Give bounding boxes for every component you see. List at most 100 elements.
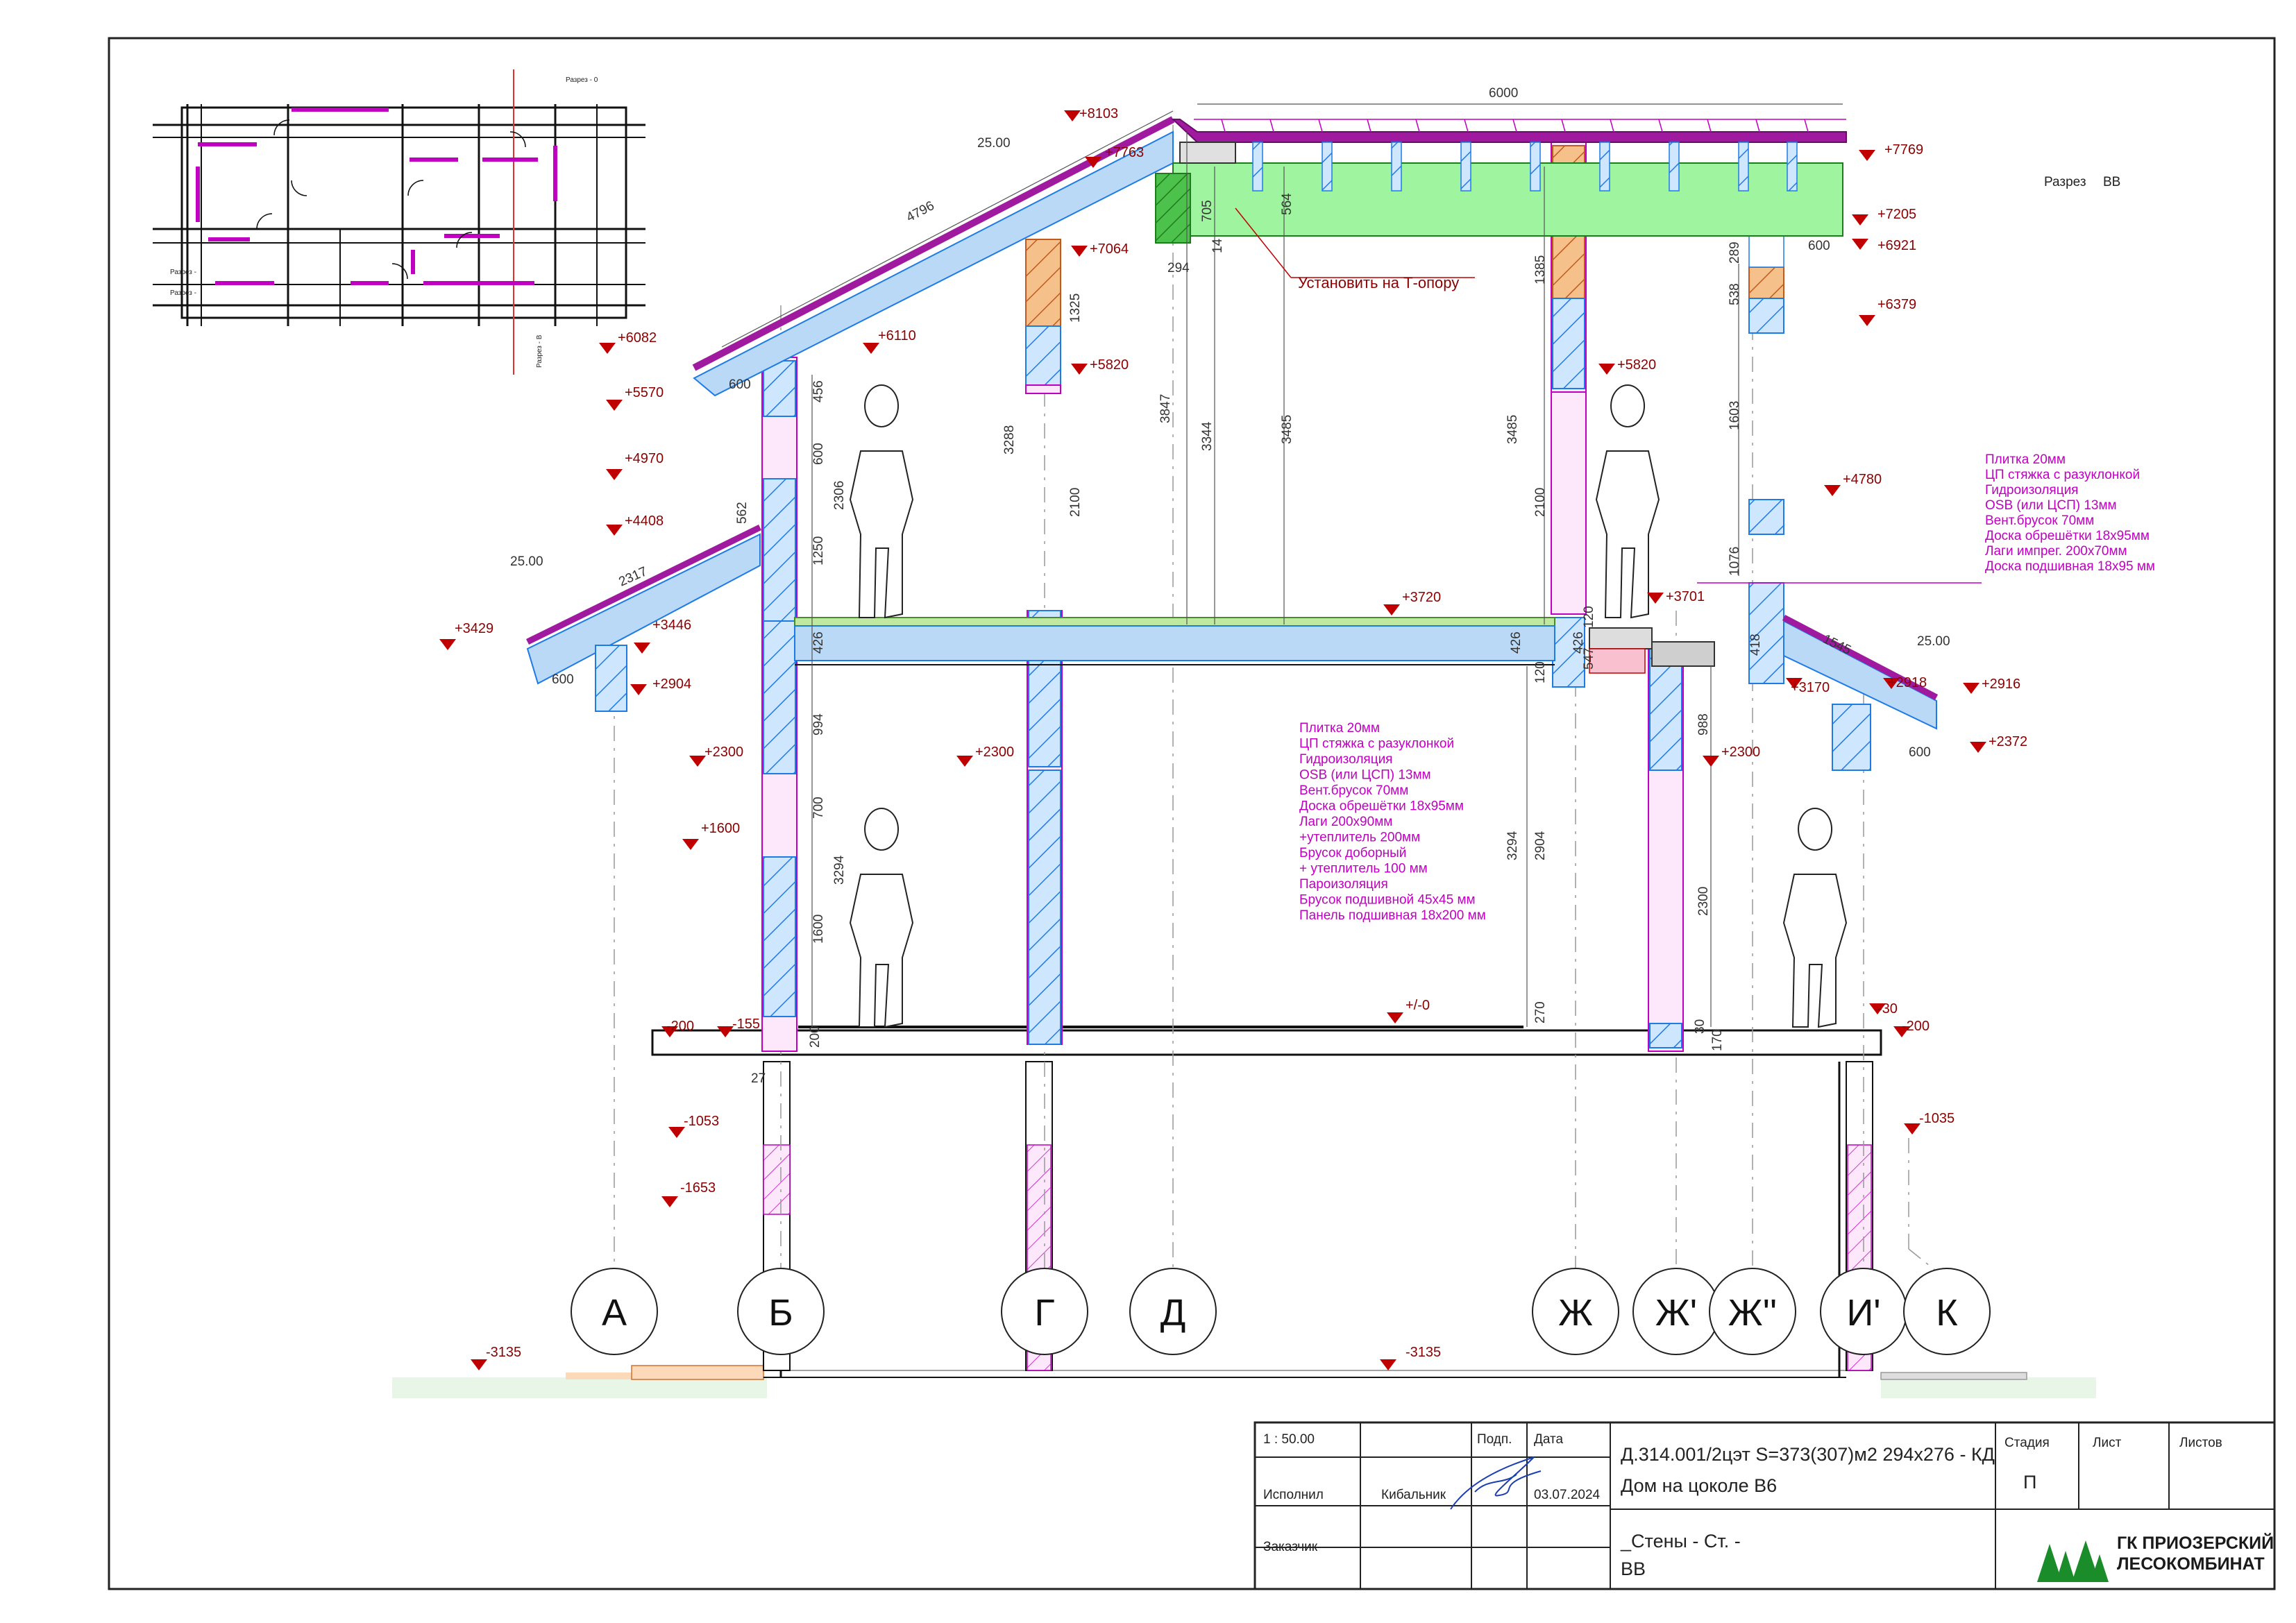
svg-text:564: 564 xyxy=(1280,193,1294,215)
dim-span: 6000 xyxy=(1489,86,1518,101)
note-line: Панель подшивная 18х200 мм xyxy=(1299,908,1486,923)
roof-main-battens xyxy=(1194,119,1846,133)
company-logo-trees xyxy=(2037,1540,2109,1582)
note-line: Плитка 20мм xyxy=(1299,721,1380,736)
person-silhouette xyxy=(849,384,1848,1028)
svg-text:+3701: +3701 xyxy=(1666,589,1705,604)
svg-text:988: 988 xyxy=(1696,713,1711,736)
note-line: Лаги импрег. 200х70мм xyxy=(1985,544,2127,559)
svg-text:+8103: +8103 xyxy=(1079,106,1118,121)
svg-text:562: 562 xyxy=(735,502,750,524)
title-block: 1 : 50.00 Подп. Дата Исполнил Кибальник … xyxy=(1253,1421,2276,1590)
axis-label: Ж'' xyxy=(1728,1292,1777,1334)
svg-text:294: 294 xyxy=(1167,261,1190,275)
svg-text:+1600: +1600 xyxy=(701,821,740,836)
svg-text:2306: 2306 xyxy=(832,481,847,510)
svg-text:30: 30 xyxy=(1693,1019,1707,1034)
svg-text:+2372: +2372 xyxy=(1989,734,2027,749)
note-line: + утеплитель 100 мм xyxy=(1299,862,1428,876)
note-line: Брусок доборный xyxy=(1299,846,1406,860)
note-line: Плитка 20мм xyxy=(1985,452,2066,467)
svg-text:120: 120 xyxy=(1533,661,1548,683)
svg-text:3294: 3294 xyxy=(1505,831,1520,860)
dimension-lines xyxy=(721,103,1843,1027)
svg-text:-200: -200 xyxy=(666,1019,694,1034)
svg-text:289: 289 xyxy=(1728,241,1742,264)
svg-text:27: 27 xyxy=(751,1071,766,1086)
svg-text:+5820: +5820 xyxy=(1090,357,1129,373)
svg-text:3485: 3485 xyxy=(1280,415,1294,444)
wall-axis-zh-prime xyxy=(1589,627,1715,1052)
roof-purlins xyxy=(1252,142,1798,192)
svg-text:+/-0: +/-0 xyxy=(1406,998,1430,1013)
svg-text:600: 600 xyxy=(1808,239,1830,253)
svg-text:ВВ: ВВ xyxy=(2103,175,2120,189)
roof-slope: 25.00 xyxy=(1917,634,1950,649)
axis-label: Г xyxy=(1034,1292,1054,1334)
axis-label: Д xyxy=(1160,1292,1186,1334)
note-line: Доска обрешётки 18х95мм xyxy=(1299,799,1464,814)
svg-text:2100: 2100 xyxy=(1068,488,1083,517)
svg-text:03.07.2024: 03.07.2024 xyxy=(1534,1488,1601,1502)
svg-text:+7205: +7205 xyxy=(1877,207,1916,222)
svg-text:-1035: -1035 xyxy=(1919,1111,1955,1126)
note-line: Доска подшивная 18х95 мм xyxy=(1985,559,2155,574)
svg-text:538: 538 xyxy=(1728,283,1742,305)
svg-text:+3446: +3446 xyxy=(652,618,691,633)
svg-text:600: 600 xyxy=(1909,745,1931,760)
plan-cut-label: Разрез - xyxy=(170,269,196,276)
company-logo-text: ЛЕСОКОМБИНАТ xyxy=(2117,1554,2265,1574)
plan-cut-label: Разрез - xyxy=(170,289,196,297)
signature-scribble xyxy=(1450,1456,1542,1510)
note-line: Гидроизоляция xyxy=(1985,483,2078,498)
svg-text:3344: 3344 xyxy=(1200,421,1215,451)
svg-text:+6379: +6379 xyxy=(1877,297,1916,312)
note-line: Лаги 200х90мм xyxy=(1299,815,1392,829)
svg-text:418: 418 xyxy=(1748,634,1763,656)
svg-text:1325: 1325 xyxy=(1068,294,1083,323)
axis-bubble: А xyxy=(571,1268,658,1355)
svg-text:2904: 2904 xyxy=(1533,831,1548,860)
svg-text:Исполнил: Исполнил xyxy=(1263,1488,1324,1502)
axis-bubble: Ж' xyxy=(1632,1268,1720,1355)
axis-label: И' xyxy=(1846,1292,1880,1334)
axis-bubble: Ж'' xyxy=(1709,1268,1796,1355)
svg-text:Д.314.001/2цэт S=373(307)м2 29: Д.314.001/2цэт S=373(307)м2 294х276 - КД xyxy=(1621,1444,1995,1465)
elevation-markers: +8103 +7763 +7769 +7205 +7064 +6921 +637… xyxy=(439,106,2027,1370)
roof-right-lower xyxy=(1782,615,1939,771)
axis-label: Б xyxy=(768,1292,793,1334)
dim-rafter-main: 4796 xyxy=(904,198,936,225)
svg-text:1385: 1385 xyxy=(1533,255,1548,284)
svg-text:+2916: +2916 xyxy=(1982,677,2020,692)
roof-left-lower xyxy=(526,524,761,712)
axis-label: Ж' xyxy=(1655,1292,1697,1334)
svg-text:3294: 3294 xyxy=(832,855,847,885)
axis-label: А xyxy=(602,1292,627,1334)
svg-text:2300: 2300 xyxy=(1696,887,1711,916)
axis-bubble: Г xyxy=(1001,1268,1088,1355)
svg-text:600: 600 xyxy=(811,443,826,465)
roof-main xyxy=(692,116,1847,397)
svg-text:3288: 3288 xyxy=(1002,425,1017,454)
floor-plan-inset: Разрез - 0 Разрез - Разрез - Разрез - В xyxy=(153,69,645,375)
note-line: Вент.брусок 70мм xyxy=(1985,513,2094,528)
note-line: Доска обрешётки 18х95мм xyxy=(1985,529,2150,543)
svg-text:П: П xyxy=(2023,1472,2036,1493)
svg-text:426: 426 xyxy=(811,631,826,654)
floor-slab-second xyxy=(794,617,1555,665)
roof-slope: 25.00 xyxy=(977,136,1011,151)
svg-text:+5820: +5820 xyxy=(1617,357,1656,373)
svg-text:-3135: -3135 xyxy=(1406,1345,1441,1360)
svg-text:Лист: Лист xyxy=(2093,1436,2122,1450)
grid-axis-lines xyxy=(614,125,1944,1277)
svg-text:200: 200 xyxy=(808,1026,822,1048)
company-logo-text: ГК ПРИОЗЕРСКИЙ xyxy=(2117,1532,2274,1553)
svg-text:Установить на Т-опору: Установить на Т-опору xyxy=(1298,274,1459,291)
svg-text:Подп.: Подп. xyxy=(1477,1432,1512,1447)
svg-text:+3170: +3170 xyxy=(1791,680,1830,695)
svg-text:+2300: +2300 xyxy=(704,745,743,760)
svg-text:Дата: Дата xyxy=(1534,1432,1564,1447)
axis-label: К xyxy=(1936,1292,1958,1334)
